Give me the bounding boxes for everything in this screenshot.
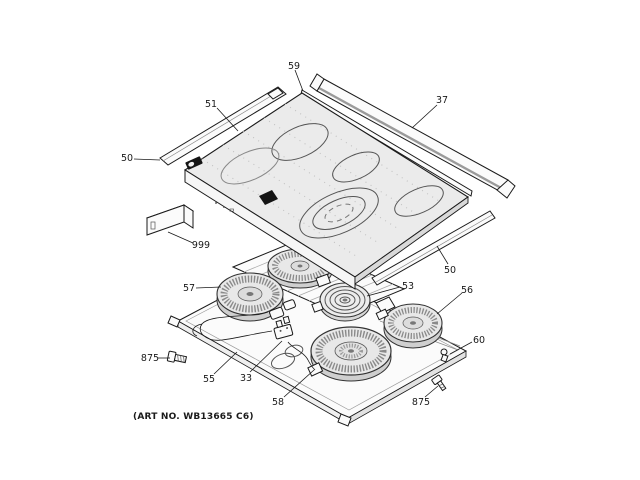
callout-56-radiant-element: 56 <box>461 285 473 296</box>
callout-875-screw-right: 875 <box>412 397 430 408</box>
screw-right <box>431 374 447 392</box>
coil-bracket-right <box>375 296 396 314</box>
callout-60-mounting-clip: 60 <box>473 335 485 346</box>
burner-markings <box>220 123 444 239</box>
callout-50-right-side-trim: 50 <box>444 265 456 276</box>
edge-marks <box>215 202 234 212</box>
wiring-harness <box>192 311 316 371</box>
tray-connector <box>315 273 331 288</box>
side-trim-left <box>159 86 287 166</box>
front-edge-badge <box>259 190 278 205</box>
leader-57 <box>195 286 222 289</box>
radiant-element-front-center <box>307 326 392 382</box>
leader-33 <box>249 340 283 373</box>
callout-labels: 51 59 37 50 999 57 50 53 56 60 875 875 5… <box>121 61 485 408</box>
glass-panel <box>183 92 469 290</box>
glass-speckle <box>201 103 440 257</box>
callout-57-dual-element: 57 <box>183 283 195 294</box>
callout-999-literature: 999 <box>192 240 210 251</box>
callout-33-limit-switch: 33 <box>240 373 252 384</box>
leader-51 <box>216 107 239 132</box>
rear-trim-bar <box>309 73 516 199</box>
coil-element <box>311 282 396 322</box>
coil-bracket-left <box>311 300 324 313</box>
limit-switch <box>273 315 294 340</box>
leader-59 <box>294 69 304 92</box>
element-bracket <box>375 308 389 321</box>
pan-foot-front <box>337 413 352 427</box>
mounting-clip <box>440 348 449 363</box>
callout-51-glass-panel: 51 <box>205 99 217 110</box>
leader-55 <box>213 351 238 375</box>
leader-999 <box>167 231 194 244</box>
glass-cooktop-assembly <box>159 73 516 290</box>
leader-56 <box>436 292 463 315</box>
leader-875-right <box>424 385 439 398</box>
leader-53 <box>366 286 401 297</box>
brand-badge <box>185 156 203 170</box>
callout-58-front-element: 58 <box>272 397 284 408</box>
pan-foot-left <box>167 315 181 328</box>
leader-60 <box>449 341 473 355</box>
callout-59-rear-trim: 59 <box>288 61 300 72</box>
leader-37 <box>411 104 438 129</box>
element-terminal-block <box>269 306 285 320</box>
box-flap-mark <box>150 221 156 230</box>
callout-leader-lines <box>133 69 473 398</box>
callout-53-coil-element: 53 <box>402 281 414 292</box>
side-trim-right <box>371 210 496 286</box>
callout-50-left-side-trim: 50 <box>121 153 133 164</box>
leader-50-right <box>436 245 449 265</box>
callout-875-screw-left: 875 <box>141 353 159 364</box>
glass-side-right <box>354 196 469 285</box>
glass-side-front <box>184 169 356 290</box>
callout-37-rear-trim-bar: 37 <box>436 95 448 106</box>
leader-50-left <box>133 158 161 161</box>
leader-58 <box>283 369 315 398</box>
callout-55-burner-box: 55 <box>203 374 215 385</box>
element-terminal-block-2 <box>282 299 296 311</box>
rear-trim-strip <box>300 89 473 197</box>
screw-left <box>166 350 188 364</box>
radiant-element-left-front <box>216 272 284 322</box>
literature-box <box>145 204 195 236</box>
element-bracket-front <box>307 362 324 377</box>
art-number: (ART NO. WB13665 C6) <box>133 412 254 422</box>
radiant-element-right <box>375 303 443 349</box>
